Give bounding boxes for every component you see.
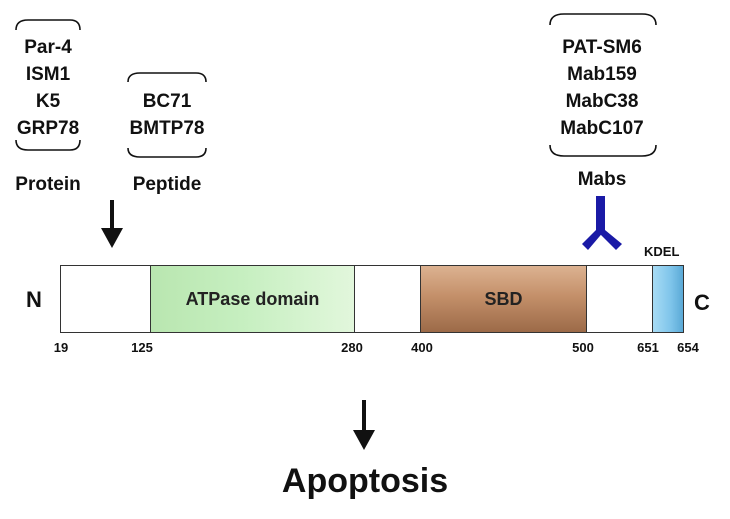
bar-segment-n-region: [60, 265, 150, 333]
mabs-bracket: [549, 13, 657, 157]
down-arrow-icon: [101, 200, 123, 248]
kdel-label: KDEL: [644, 244, 680, 259]
bar-segment-atpase-domain: ATPase domain: [150, 265, 354, 333]
peptide-item: BC71: [142, 91, 192, 112]
apoptosis-label: Apoptosis: [281, 462, 449, 500]
peptide-bracket: [127, 72, 207, 158]
mabs-list: PAT-SM6 Mab159 MabC38 MabC107: [540, 34, 664, 142]
peptide-label: Peptide: [132, 174, 202, 195]
protein-item: ISM1: [25, 64, 71, 85]
antibody-icon: [582, 196, 622, 250]
mabs-label: Mabs: [577, 169, 627, 190]
position-label: 500: [572, 340, 594, 355]
peptide-item: BMTP78: [129, 118, 205, 139]
c-terminus-label: C: [694, 290, 710, 315]
protein-bracket: [15, 19, 81, 151]
mab-item: MabC38: [565, 91, 639, 112]
sbd-label: SBD: [484, 288, 523, 309]
position-label: 654: [677, 340, 699, 355]
atpase-domain-label: ATPase domain: [185, 288, 320, 309]
mab-item: PAT-SM6: [562, 37, 642, 58]
peptide-list: BC71 BMTP78: [118, 88, 216, 142]
protein-list: Par-4 ISM1 K5 GRP78: [0, 34, 96, 142]
bar-segment-c-region: [586, 265, 652, 333]
position-label: 651: [637, 340, 659, 355]
protein-item: K5: [35, 91, 61, 112]
protein-label: Protein: [15, 174, 81, 195]
protein-item: Par-4: [24, 37, 72, 58]
position-label: 19: [53, 340, 69, 355]
protein-item: GRP78: [16, 118, 80, 139]
position-label: 400: [411, 340, 433, 355]
n-terminus-label: N: [26, 287, 42, 312]
position-label: 125: [131, 340, 153, 355]
bar-segment-sbd: SBD: [420, 265, 586, 333]
mab-item: MabC107: [560, 118, 644, 139]
bar-segment-linker: [354, 265, 420, 333]
bar-segment-kdel: [652, 265, 684, 333]
position-label: 280: [341, 340, 363, 355]
mab-item: Mab159: [567, 64, 637, 85]
apoptosis-arrow-icon: [353, 400, 375, 450]
